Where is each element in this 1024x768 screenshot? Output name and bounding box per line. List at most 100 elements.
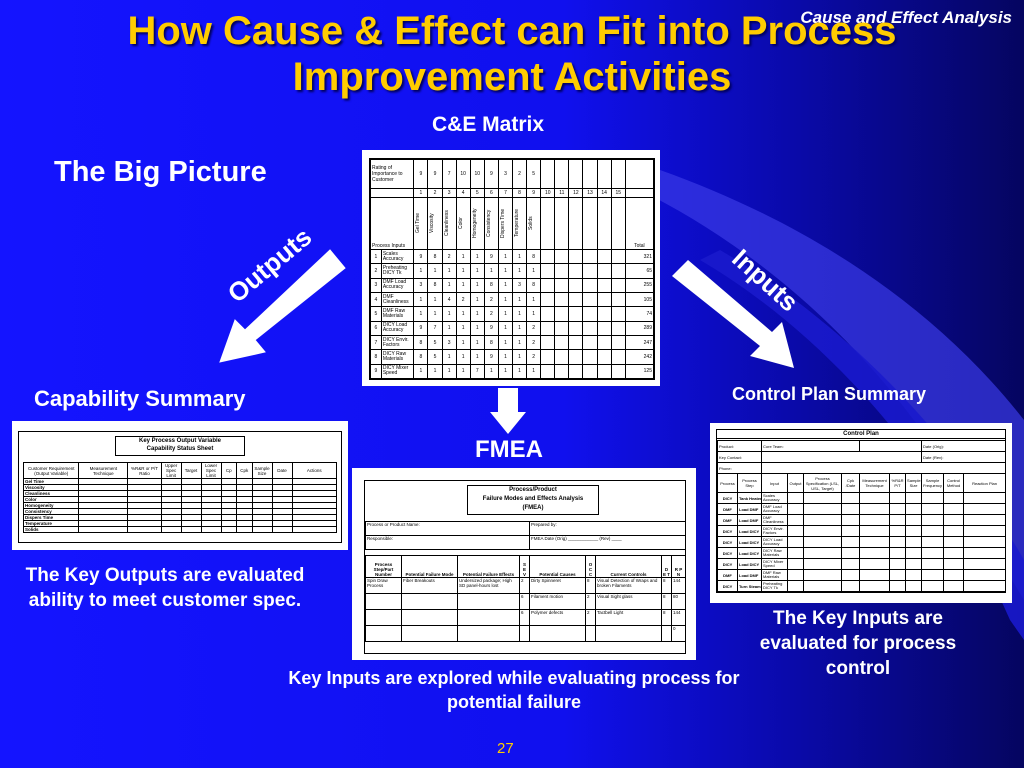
column-header: Process Specification (LSL, USL, Target) (803, 473, 842, 493)
row-number: 7 (370, 334, 382, 351)
output-name: Homogeneity (471, 208, 478, 239)
capability-table: Customer Requirement (Output Variable)Me… (22, 462, 338, 533)
row-number: 9 (370, 363, 382, 380)
score-cell: 1 (469, 263, 485, 279)
fmea-cell: 80 (671, 593, 687, 610)
fmea-heading-3: (FMEA) (522, 505, 544, 511)
row-number: 5 (370, 306, 382, 322)
total-cell: 247 (624, 334, 655, 351)
capability-heading-1: Key Process Output Variable (138, 438, 222, 444)
control-plan-heading: Control Plan (717, 430, 1005, 439)
process-inputs-label: Process Inputs (369, 196, 415, 250)
table-row: Gel Time (22, 478, 338, 485)
ctrl-input: DICY Envir. Factors (761, 525, 788, 537)
score-cell: 8 (483, 277, 499, 293)
column-header: D E T (661, 555, 673, 578)
ctrl-meta: Phone: (717, 462, 762, 474)
rating-cell: 5 (526, 159, 542, 189)
score-cell: 1 (469, 248, 485, 265)
fmea-cell: Polymer defects (529, 609, 587, 626)
column-header: Measurement Technique (78, 462, 129, 479)
score-cell: 1 (427, 306, 443, 322)
row-number: 2 (370, 263, 382, 279)
output-name: Gel Time (415, 213, 422, 234)
row-number: 8 (370, 349, 382, 365)
total-cell: 65 (624, 263, 655, 279)
column-header: Potential Causes (529, 555, 587, 578)
score-cell: 1 (455, 277, 471, 293)
col-number: 13 (582, 187, 598, 198)
score-cell: 8 (427, 248, 443, 265)
output-name: Solids (528, 216, 535, 231)
input-name: DMF Cleanliness (380, 291, 415, 308)
score-cell: 8 (427, 277, 443, 293)
fmea-cell: 144 (671, 609, 687, 626)
total-cell: 289 (624, 320, 655, 336)
ctrl-step: Turn Steam on (737, 580, 762, 592)
ctrl-step: Tank Heater on (737, 492, 762, 504)
column-header: Cp (220, 462, 238, 479)
fmea-cell (457, 593, 520, 610)
fmea-cell (365, 625, 402, 642)
fmea-responsible-label: Responsible: (364, 535, 531, 550)
fmea-cell: Filament motion (529, 593, 587, 610)
score-cell: 9 (413, 248, 429, 265)
score-cell: 1 (512, 349, 528, 365)
ctrl-input: DICY Load Accuracy (761, 536, 788, 548)
column-header: %R&R P/T (889, 473, 907, 493)
ctrl-process: DICY (717, 580, 738, 592)
ctrl-input: DMF Cleanliness (761, 514, 788, 526)
capability-panel: Key Process Output Variable Capability S… (12, 421, 348, 550)
score-cell: 1 (455, 306, 471, 322)
column-header: Date (271, 462, 293, 479)
fmea-cell: Spin Draw Process (365, 577, 402, 594)
score-cell: 1 (497, 291, 514, 308)
fmea-cell (401, 593, 458, 610)
col-number: 1 (413, 187, 429, 198)
score-cell: 9 (483, 248, 499, 265)
output-name: Color (457, 217, 464, 230)
score-cell: 8 (526, 277, 542, 293)
score-cell: 3 (512, 277, 528, 293)
rating-cell: 9 (413, 159, 429, 189)
score-cell: 3 (413, 277, 429, 293)
score-cell: 8 (483, 334, 499, 351)
total-cell: 105 (624, 291, 655, 308)
ctrl-step: Load DICY (737, 536, 762, 548)
score-cell: 1 (469, 277, 485, 293)
score-cell: 2 (526, 349, 542, 365)
capability-heading: Key Process Output Variable Capability S… (115, 436, 245, 456)
output-header: Homogeneity (469, 196, 485, 250)
table-row: Solids (22, 526, 338, 533)
ctrl-process: DMF (717, 503, 738, 515)
column-header: Process (717, 473, 738, 493)
output-header: Temperature (512, 196, 528, 250)
ctrl-process: DICY (717, 525, 738, 537)
column-header: Cpk /Date (840, 473, 861, 493)
outputs-arrow-icon (219, 249, 346, 363)
big-picture-label: The Big Picture (54, 156, 267, 188)
ctrl-process: DICY (717, 492, 738, 504)
ctrl-input: DMF Raw Materials (761, 569, 788, 581)
score-cell: 9 (483, 349, 499, 365)
fmea-panel: Process/Product Failure Modes and Effect… (352, 468, 696, 660)
column-header: Potential Failure Effects (457, 555, 520, 578)
outputs-caption: The Key Outputs are evaluated ability to… (25, 565, 305, 611)
score-cell: 1 (441, 277, 457, 293)
column-header: Potential Failure Mode (401, 555, 458, 578)
fmea-cell (585, 625, 597, 642)
score-cell: 1 (469, 334, 485, 351)
input-name: DMF Load Accuracy (380, 277, 415, 293)
fmea-cell: 2 (585, 609, 597, 626)
rating-cell: 9 (427, 159, 443, 189)
column-header: Process Step (737, 473, 762, 493)
col-number: 6 (483, 187, 499, 198)
score-cell: 1 (497, 306, 514, 322)
fmea-cell: 8 (661, 577, 673, 594)
ctrl-input: DMF Load Accuracy (761, 503, 788, 515)
score-cell: 1 (413, 306, 429, 322)
score-cell: 1 (455, 263, 471, 279)
